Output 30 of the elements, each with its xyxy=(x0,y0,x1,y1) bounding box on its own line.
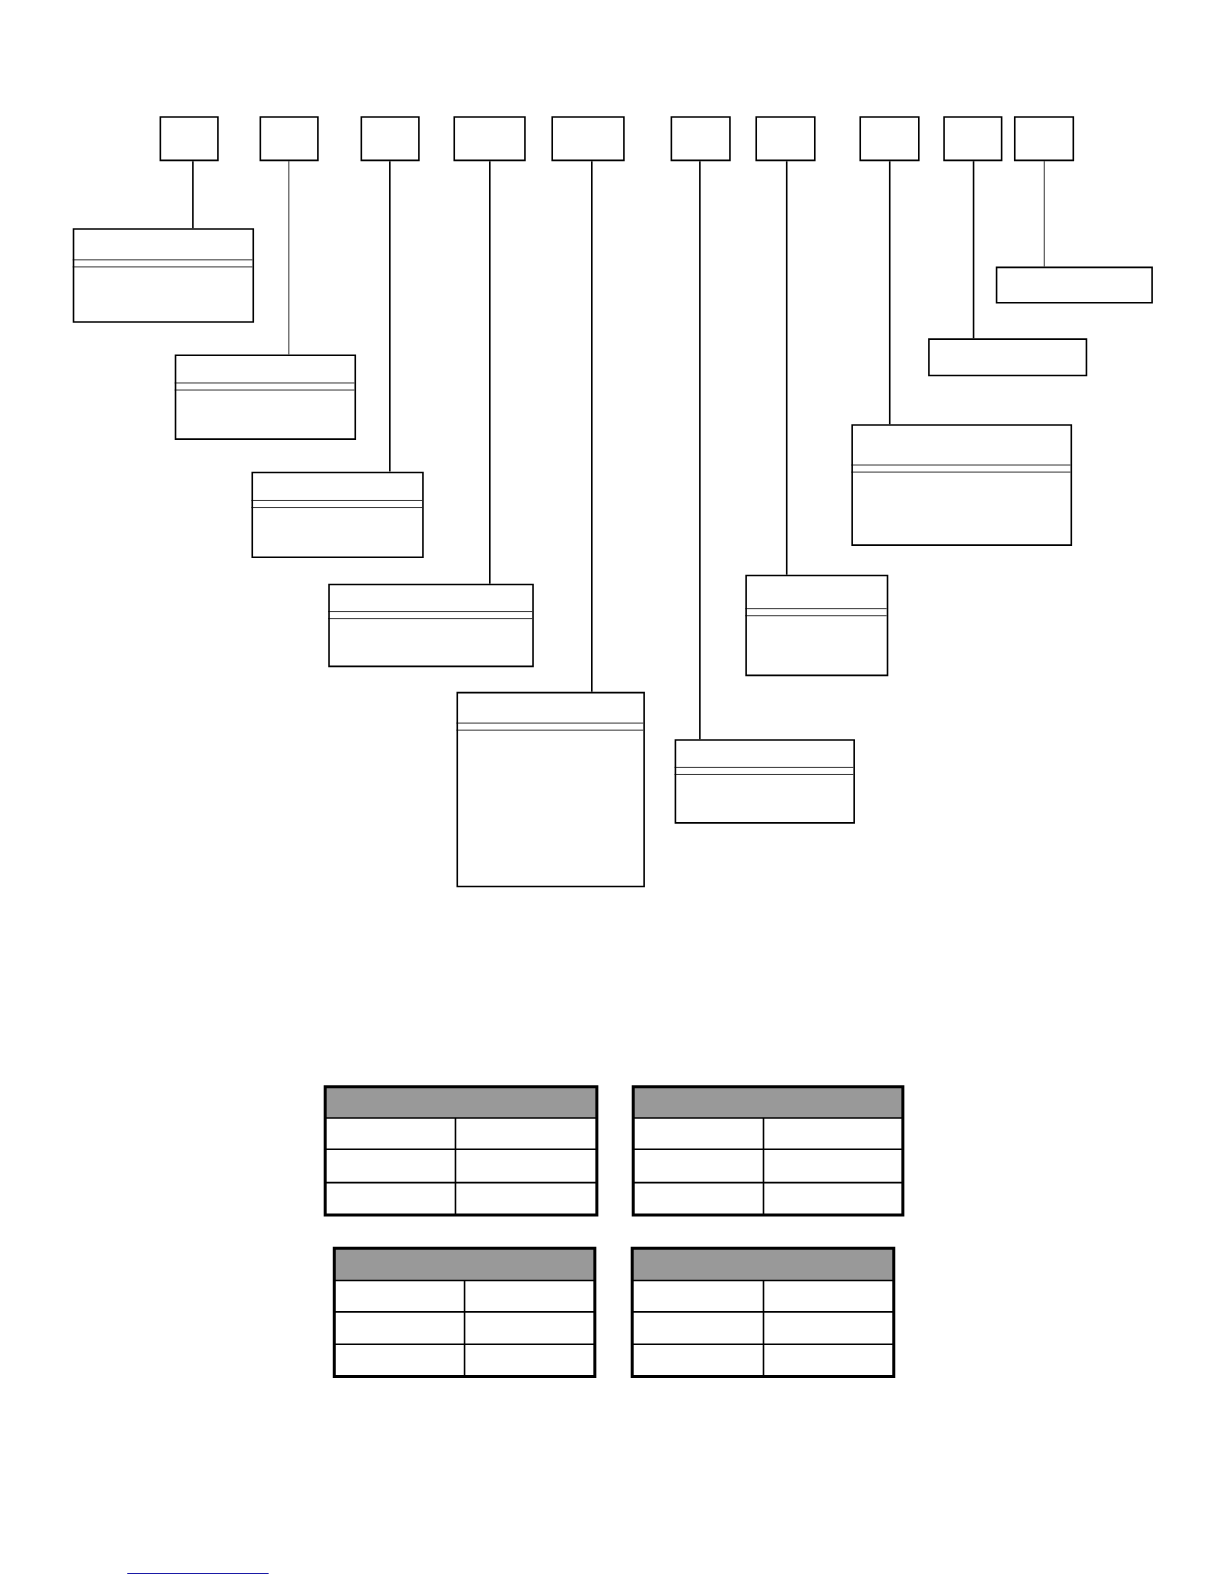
entry-box xyxy=(174,354,357,440)
connector-line xyxy=(785,160,788,576)
connector-line xyxy=(1043,160,1045,267)
connector-line xyxy=(489,160,491,585)
entry-box xyxy=(850,424,1073,546)
entry-box xyxy=(456,691,645,888)
header-box xyxy=(159,116,219,162)
connector-line xyxy=(192,160,194,230)
entry-box xyxy=(674,739,855,824)
entry-box xyxy=(327,583,534,668)
entry-box xyxy=(995,266,1153,304)
header-box xyxy=(1013,116,1075,162)
connector-line xyxy=(389,160,391,473)
entry-box xyxy=(72,228,255,323)
connector-line xyxy=(972,160,975,340)
header-box xyxy=(360,116,420,162)
header-box xyxy=(859,116,920,162)
header-box xyxy=(943,116,1003,162)
header-box xyxy=(259,116,319,162)
entry-box xyxy=(251,471,424,559)
header-box xyxy=(755,116,816,162)
entry-box xyxy=(744,574,889,677)
entry-box xyxy=(928,338,1088,377)
connector-line xyxy=(288,160,290,355)
connector-line xyxy=(699,160,701,741)
header-box xyxy=(670,116,731,162)
connector-line xyxy=(591,160,593,693)
header-box xyxy=(453,116,526,162)
header-box xyxy=(551,116,625,162)
connector-line xyxy=(888,160,891,425)
